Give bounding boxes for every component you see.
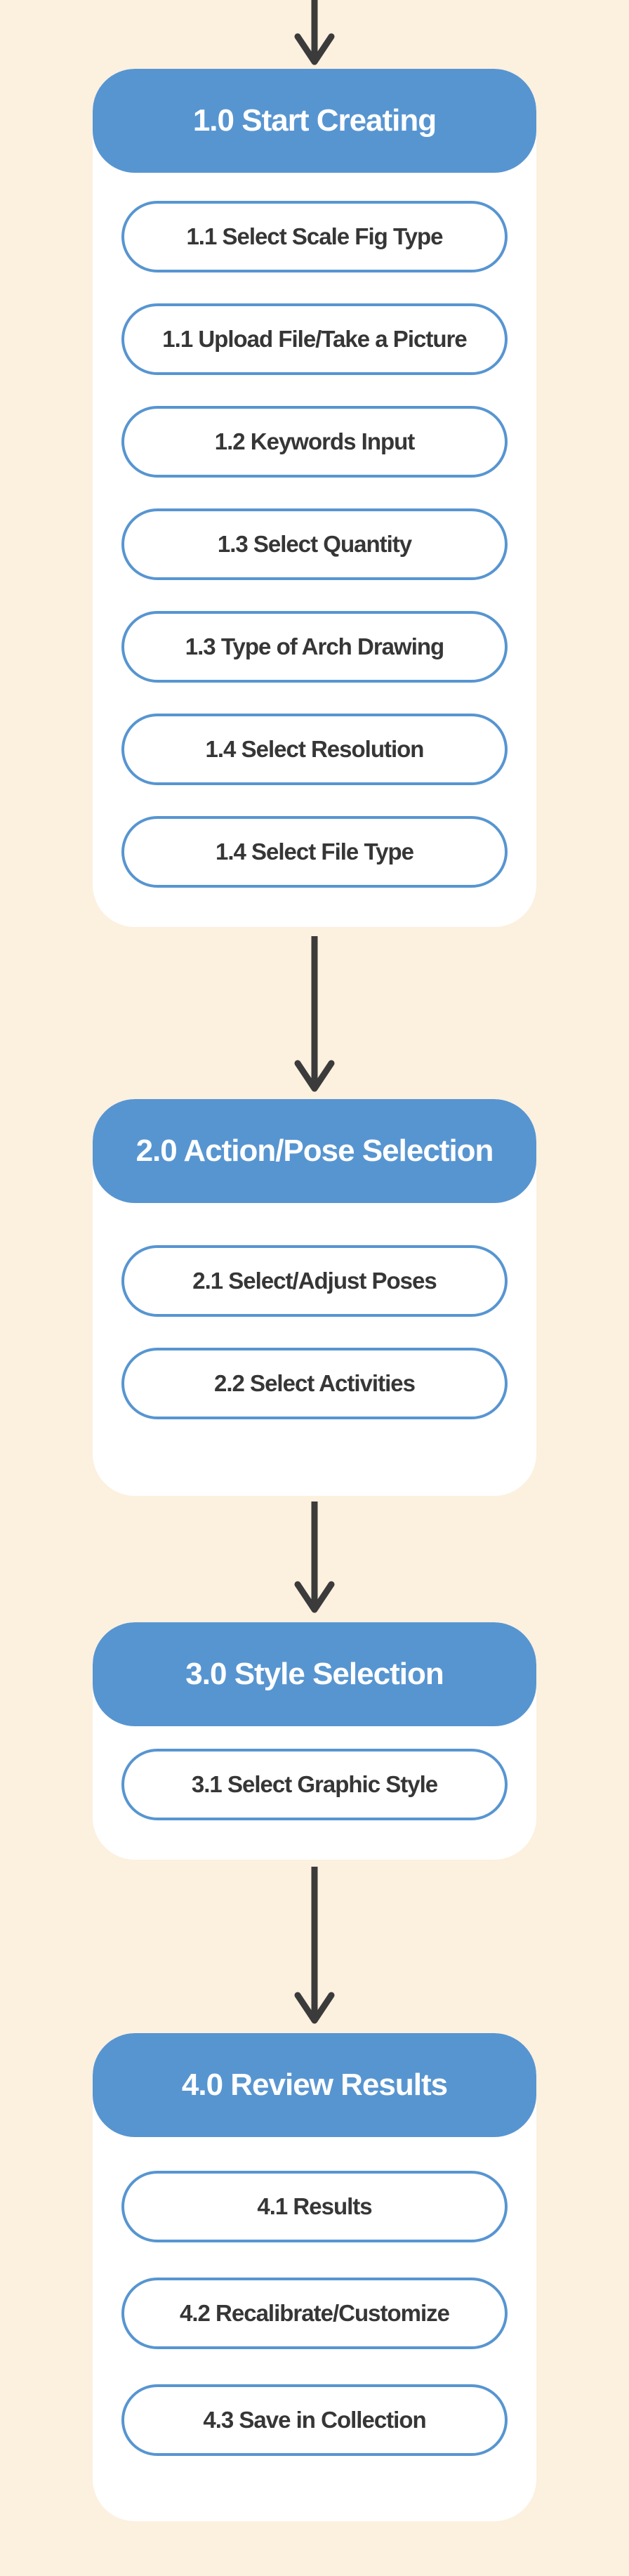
- step-pill: 4.2 Recalibrate/Customize: [121, 2278, 508, 2349]
- step-pill: 4.3 Save in Collection: [121, 2384, 508, 2456]
- section-body: 2.1 Select/Adjust Poses 2.2 Select Activ…: [93, 1203, 536, 1419]
- section-header-3.0: 3.0 Style Selection: [93, 1622, 536, 1726]
- step-pill-label: 2.1 Select/Adjust Poses: [192, 1268, 437, 1294]
- section-body: 3.1 Select Graphic Style: [93, 1726, 536, 1820]
- step-pill: 3.1 Select Graphic Style: [121, 1749, 508, 1820]
- section-header-1.0: 1.0 Start Creating: [93, 69, 536, 173]
- section-header-2.0: 2.0 Action/Pose Selection: [93, 1099, 536, 1203]
- step-pill: 4.1 Results: [121, 2171, 508, 2242]
- step-pill-label: 1.3 Select Quantity: [217, 531, 412, 557]
- step-pill: 1.4 Select Resolution: [121, 714, 508, 785]
- step-pill-label: 4.2 Recalibrate/Customize: [180, 2300, 450, 2326]
- step-pill: 1.1 Select Scale Fig Type: [121, 201, 508, 272]
- section-header-4.0: 4.0 Review Results: [93, 2033, 536, 2137]
- step-pill: 1.4 Select File Type: [121, 816, 508, 888]
- section-title: 1.0 Start Creating: [192, 103, 437, 138]
- section-card-4.0: 4.0 Review Results 4.1 Results 4.2 Recal…: [93, 2033, 536, 2521]
- step-pill-label: 1.4 Select File Type: [215, 839, 414, 865]
- flow-arrow-down-icon: [294, 936, 335, 1092]
- section-body: 1.1 Select Scale Fig Type 1.1 Upload Fil…: [93, 173, 536, 888]
- section-body: 4.1 Results 4.2 Recalibrate/Customize 4.…: [93, 2137, 536, 2456]
- step-pill-label: 1.3 Type of Arch Drawing: [185, 633, 444, 659]
- step-pill-label: 2.2 Select Activities: [214, 1370, 416, 1396]
- section-card-1.0: 1.0 Start Creating 1.1 Select Scale Fig …: [93, 69, 536, 927]
- step-pill: 2.2 Select Activities: [121, 1348, 508, 1419]
- step-pill-label: 1.4 Select Resolution: [205, 736, 425, 762]
- step-pill: 1.1 Upload File/Take a Picture: [121, 303, 508, 375]
- step-pill-label: 1.2 Keywords Input: [214, 428, 416, 454]
- section-card-3.0: 3.0 Style Selection 3.1 Select Graphic S…: [93, 1622, 536, 1860]
- step-pill: 1.2 Keywords Input: [121, 406, 508, 478]
- step-pill-label: 1.1 Select Scale Fig Type: [186, 223, 443, 249]
- flow-arrow-down-icon: [294, 0, 335, 65]
- section-title: 2.0 Action/Pose Selection: [135, 1133, 494, 1168]
- flow-arrow-down-icon: [294, 1501, 335, 1613]
- section-title: 4.0 Review Results: [181, 2068, 448, 2102]
- step-pill: 1.3 Select Quantity: [121, 508, 508, 580]
- step-pill-label: 4.1 Results: [257, 2193, 372, 2219]
- section-card-2.0: 2.0 Action/Pose Selection 2.1 Select/Adj…: [93, 1099, 536, 1496]
- step-pill: 2.1 Select/Adjust Poses: [121, 1245, 508, 1317]
- flow-arrow-down-icon: [294, 1867, 335, 2024]
- step-pill: 1.3 Type of Arch Drawing: [121, 611, 508, 683]
- step-pill-label: 3.1 Select Graphic Style: [191, 1771, 438, 1797]
- section-title: 3.0 Style Selection: [185, 1657, 444, 1691]
- step-pill-label: 4.3 Save in Collection: [203, 2407, 426, 2433]
- step-pill-label: 1.1 Upload File/Take a Picture: [162, 326, 467, 352]
